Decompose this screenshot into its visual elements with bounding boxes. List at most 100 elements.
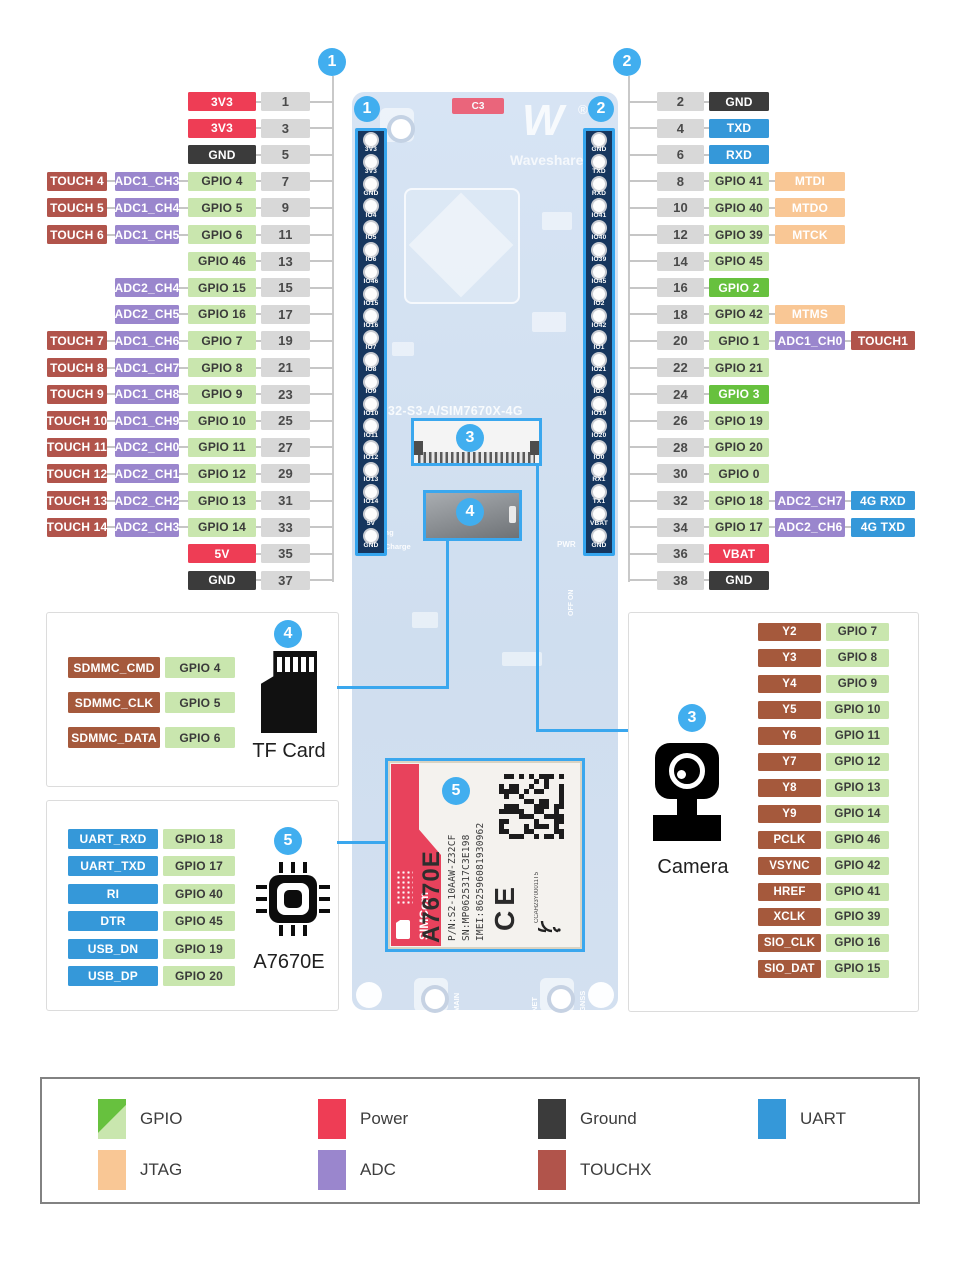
left-bus-line xyxy=(332,76,334,582)
rail-pin-label: IO11 xyxy=(363,432,379,439)
legend-label: Power xyxy=(360,1109,409,1128)
panel-callout-4: 4 xyxy=(274,620,302,648)
pin-connector xyxy=(310,579,333,582)
rail-pin-label: IO46 xyxy=(363,278,379,285)
qr-cell xyxy=(544,804,549,809)
pin-chip-uart: USB_DN xyxy=(68,938,158,959)
rail-pin-label: IO9 xyxy=(365,388,377,395)
rail-cell: IO2 xyxy=(586,287,612,309)
pin-hole xyxy=(593,332,605,344)
rail-pin-label: GND xyxy=(363,542,379,549)
board-callout-5: 5 xyxy=(442,777,470,805)
pin-chip-gpio: GPIO 14 xyxy=(188,517,256,537)
pin-chip-num: 38 xyxy=(657,570,704,590)
pin-chip-num: 32 xyxy=(657,491,704,510)
pin-chip-gpio: GPIO 20 xyxy=(163,966,235,986)
rail-pin-label: IO5 xyxy=(365,234,377,241)
pin-chip-touch: TOUCH 12 xyxy=(47,464,107,484)
rail-cell: IO14 xyxy=(358,485,384,507)
pin-connector xyxy=(256,233,261,236)
pin-hole xyxy=(365,464,377,476)
pin-hole xyxy=(365,376,377,388)
pin-chip-adc: ADC1_CH3 xyxy=(115,171,179,191)
pin-chip-adc: ADC1_CH5 xyxy=(115,225,179,244)
qr-cell xyxy=(519,794,524,799)
pin-chip-gpio: GPIO 15 xyxy=(826,960,889,979)
pin-chip-num: 2 xyxy=(657,92,704,111)
qr-cell xyxy=(499,819,504,824)
qr-cell xyxy=(514,834,519,839)
pin-chip-adc: ADC1_CH9 xyxy=(115,411,179,431)
board-callout-3: 3 xyxy=(456,424,484,452)
pin-chip-gpio: GPIO 16 xyxy=(826,934,889,953)
pin-connector xyxy=(179,233,188,236)
pin-hole xyxy=(365,222,377,234)
qr-cell xyxy=(559,804,564,809)
rail-pin-label: GND xyxy=(591,542,607,549)
pin-chip-touch: TOUCH 13 xyxy=(47,491,107,510)
pin-connector xyxy=(107,366,115,369)
pin-hole xyxy=(365,266,377,278)
registered-mark: ® xyxy=(578,102,588,117)
pin-connector xyxy=(310,446,333,449)
qr-cell xyxy=(539,789,544,794)
pin-connector xyxy=(769,526,775,529)
rail-cell: IO12 xyxy=(358,441,384,463)
legend-label: TOUCHX xyxy=(580,1160,652,1179)
rail-pin-label: IO15 xyxy=(363,300,379,307)
qr-cell xyxy=(554,829,559,834)
net-antenna-connector xyxy=(540,978,575,1013)
pin-connector xyxy=(629,153,657,156)
pin-connector xyxy=(256,313,261,316)
qr-cell xyxy=(509,774,514,779)
pin-hole xyxy=(365,310,377,322)
pin-connector xyxy=(107,233,115,236)
rail-pin-label: 5V xyxy=(366,520,376,527)
pin-chip-adc: ADC2_CH7 xyxy=(775,491,845,510)
qr-cell xyxy=(504,774,509,779)
qr-cell xyxy=(519,834,524,839)
pin-connector xyxy=(629,339,657,342)
pin-chip-touch: TOUCH 11 xyxy=(47,437,107,457)
pin-connector xyxy=(107,446,115,449)
qr-cell xyxy=(534,834,539,839)
pin-chip-gpio: GPIO 11 xyxy=(826,726,889,745)
pin-chip-adc: ADC1_CH0 xyxy=(775,331,845,351)
qr-cell xyxy=(524,814,529,819)
rail-cell: GND xyxy=(586,133,612,155)
pin-chip-gpio: GPIO 9 xyxy=(188,384,256,404)
pin-connector xyxy=(179,446,188,449)
pin-chip-gpio: GPIO 15 xyxy=(188,278,256,298)
pin-connector xyxy=(310,313,333,316)
rail-pin-label: IO12 xyxy=(363,454,379,461)
rail-cell: IO15 xyxy=(358,287,384,309)
pin-chip-jtag: MTDO xyxy=(775,198,845,218)
pin-chip-gpio: GPIO 20 xyxy=(709,437,769,457)
qr-cell xyxy=(514,804,519,809)
sim-card-glyph xyxy=(396,920,410,939)
qr-cell xyxy=(534,789,539,794)
rail-cell: TXD xyxy=(586,155,612,177)
pin-chip-num: 34 xyxy=(657,517,704,537)
pin-chip-brown: Y4 xyxy=(758,674,821,693)
legend-swatch-jtag xyxy=(98,1150,126,1190)
pin-chip-gpio: GPIO 16 xyxy=(188,304,256,324)
qr-cell xyxy=(534,779,539,784)
pin-connector xyxy=(769,233,775,236)
rail-pin-label: IO3 xyxy=(593,388,605,395)
pin-hole xyxy=(365,398,377,410)
rail-cell: VBAT xyxy=(586,507,612,529)
pin-hole xyxy=(365,332,377,344)
pin-chip-adc: ADC2_CH4 xyxy=(115,278,179,298)
